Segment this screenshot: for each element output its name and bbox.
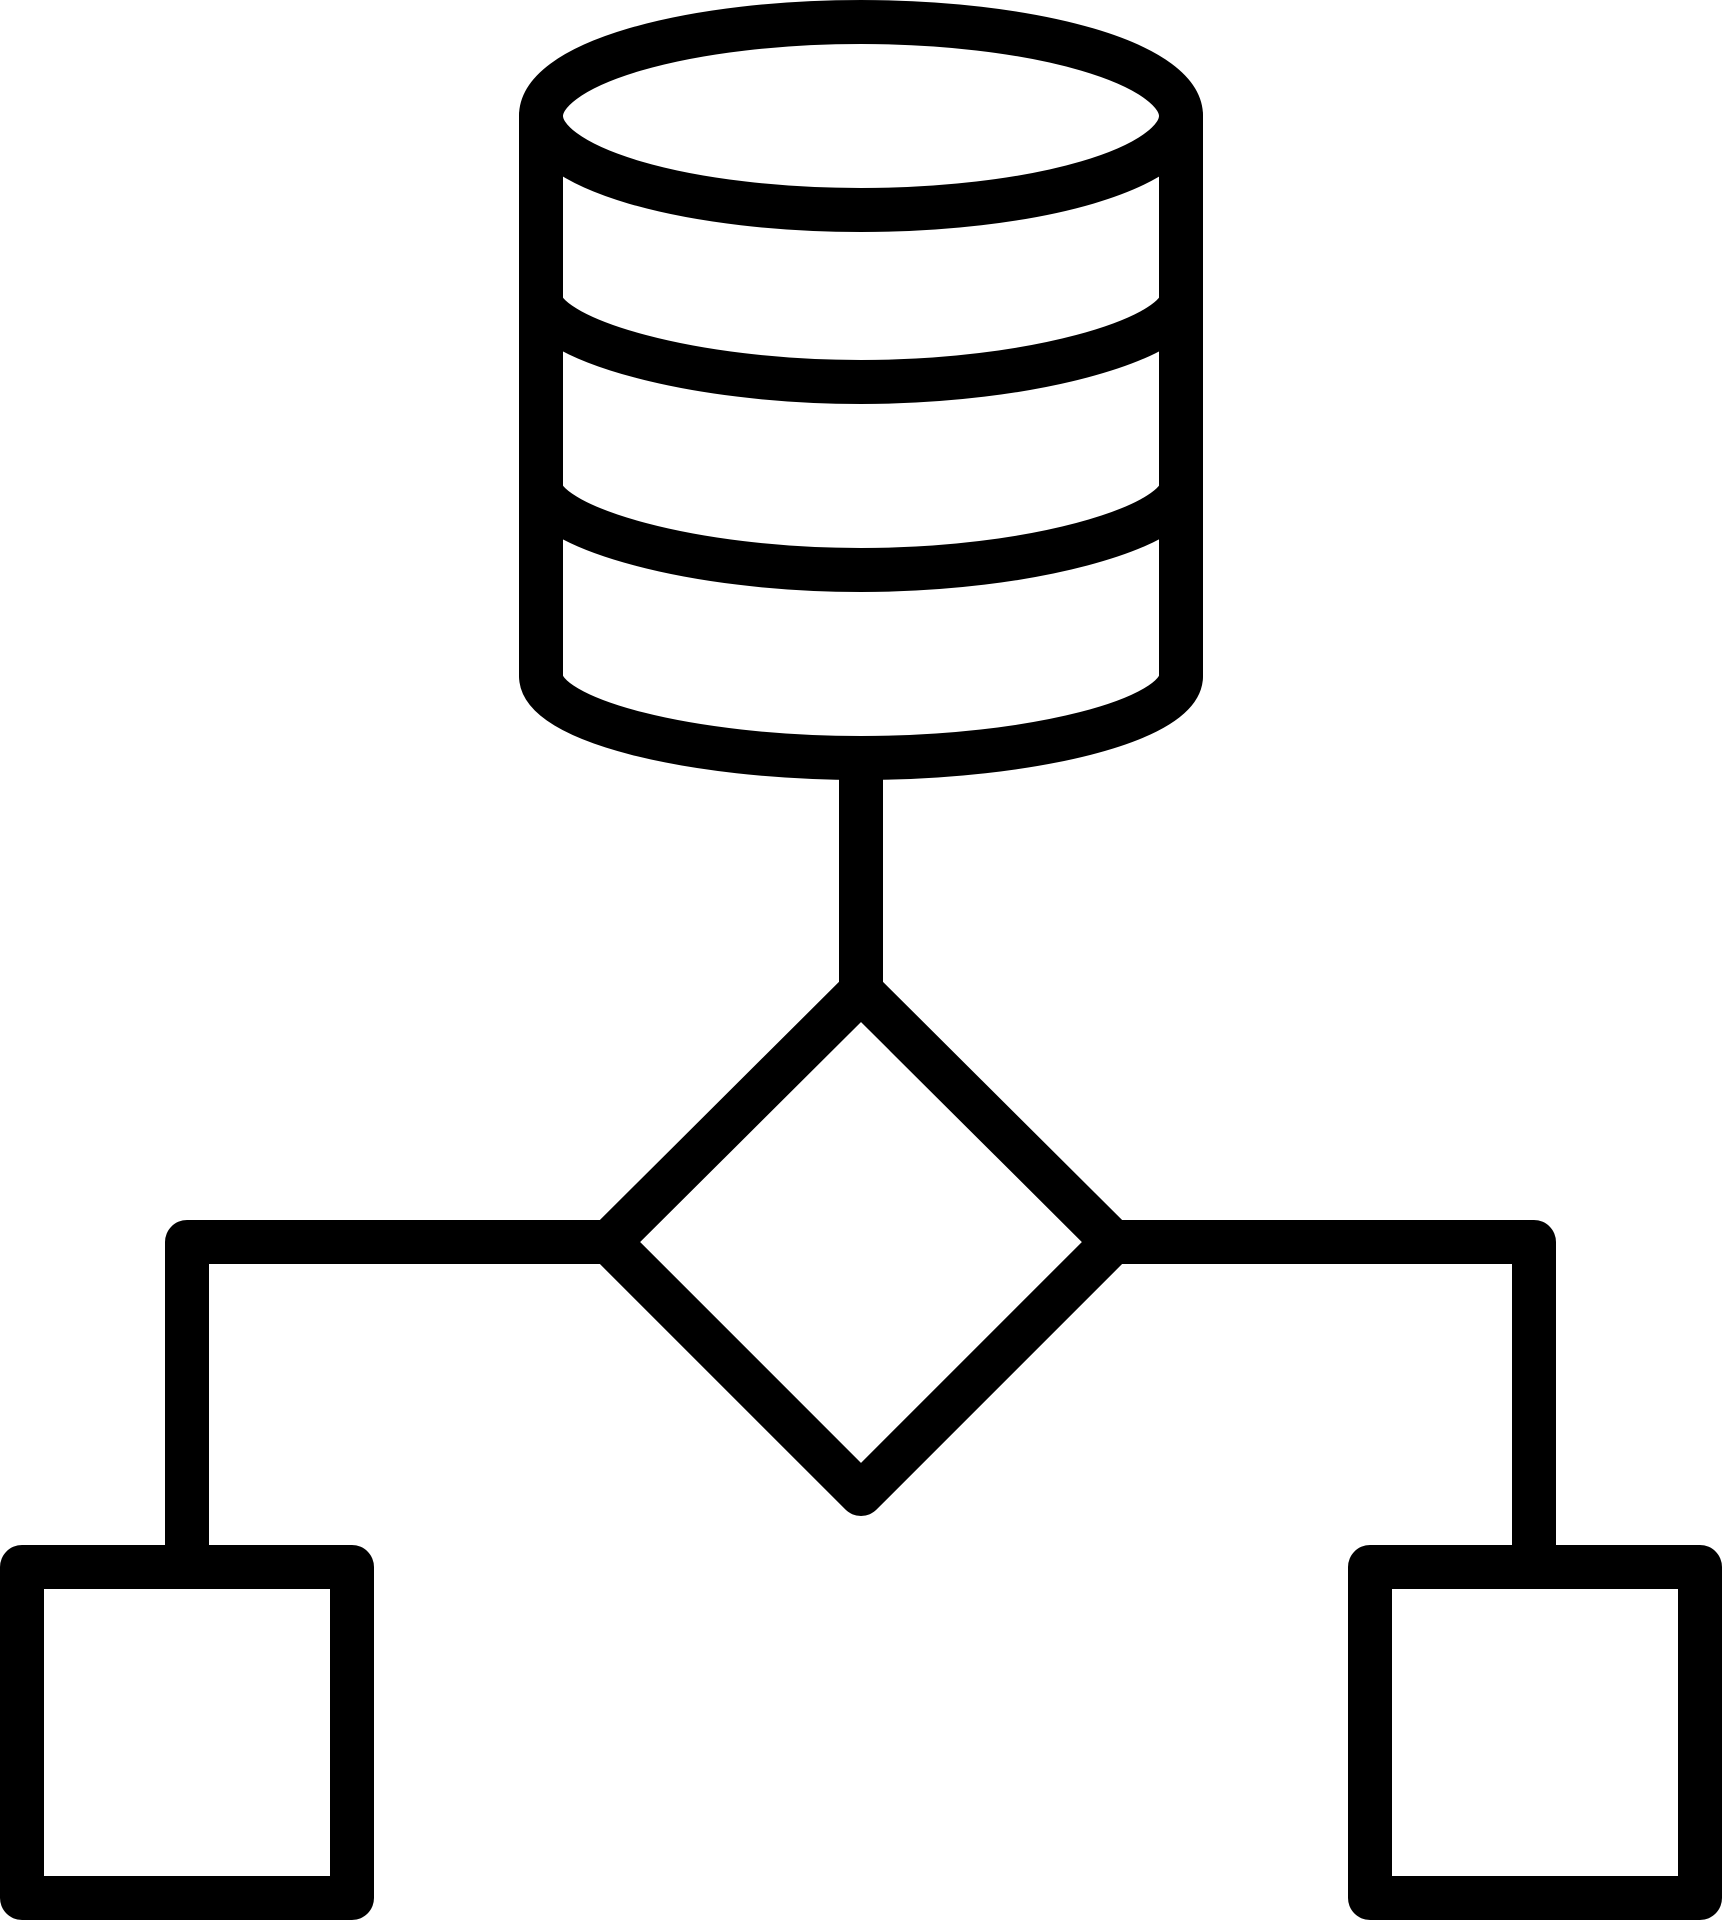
right-box-icon: [1348, 1545, 1722, 1920]
database-ring-2: [519, 468, 1203, 592]
left-box-icon: [0, 1545, 374, 1920]
connector-decision-left: [165, 1220, 631, 1589]
database-icon: [519, 0, 1203, 780]
database-top-ellipse: [519, 0, 1203, 232]
database-ring-1: [519, 280, 1203, 404]
decision-diamond-icon: [587, 969, 1135, 1516]
connector-decision-right: [1091, 1220, 1556, 1589]
